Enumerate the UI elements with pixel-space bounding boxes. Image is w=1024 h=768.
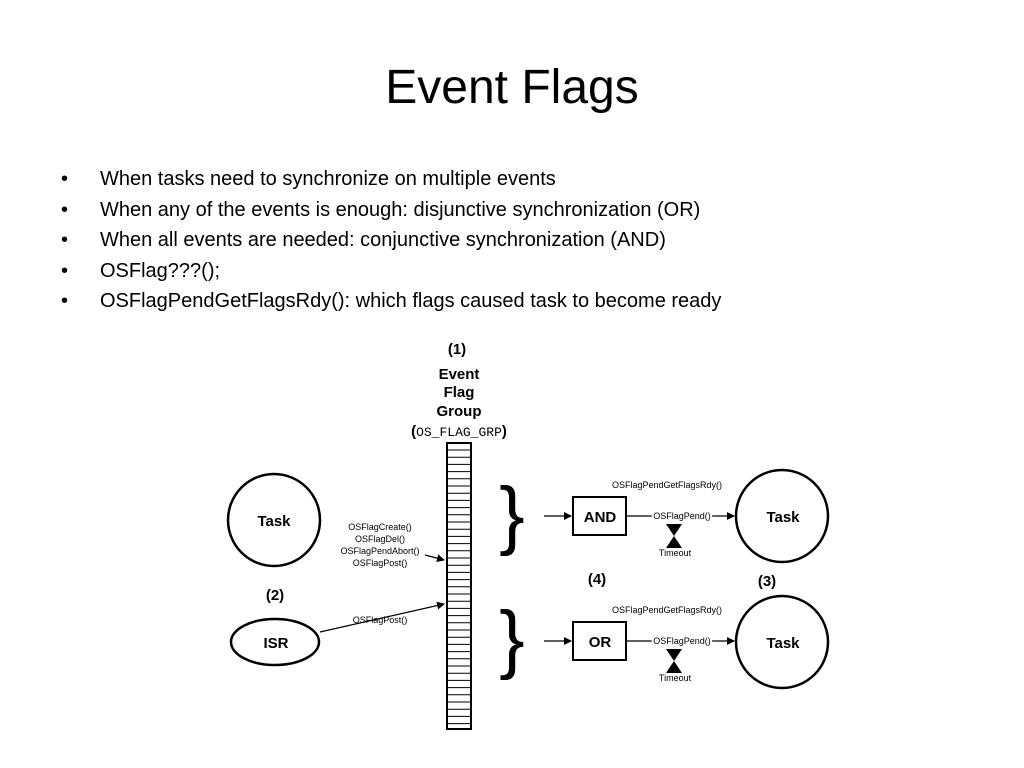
bullet-item: • OSFlagPendGetFlagsRdy(): which flags ca… [55,286,721,317]
flag-cells [447,449,471,725]
timeout-bottom-label: Timeout [659,673,692,683]
bullet-text: OSFlag???(); [100,259,221,282]
isr-call-post: OSFlagPost() [353,615,408,625]
label-2: (2) [266,587,284,604]
timeout-top-icon [666,524,682,548]
pend-bottom-label: OSFlagPend() [653,636,711,646]
group-type-label: (OS_FLAG_GRP) [411,423,507,440]
task-label-right-top: Task [766,509,800,526]
task-call-create: OSFlagCreate() [348,522,412,532]
task-label-left: Task [257,513,291,530]
label-4: (4) [588,571,606,588]
slide-title: Event Flags [385,61,639,114]
group-label-flag: Flag [444,384,475,401]
bullet-icon: • [61,259,69,282]
task-call-post: OSFlagPost() [353,558,408,568]
group-type-open: ( [411,423,416,440]
task-circle-right-bottom [734,594,830,690]
timeout-bottom-icon [666,649,682,673]
task-to-group-arrow [424,554,445,563]
get-flags-bottom: OSFlagPendGetFlagsRdy() [612,605,722,615]
and-label: AND [584,509,617,526]
task-label-right-bottom: Task [766,635,800,652]
or-box [572,621,627,661]
bullet-list: • When tasks need to synchronize on multi… [55,164,721,317]
group-type-close: ) [502,423,507,440]
task-circle-left [226,472,322,568]
isr-to-group-arrow [319,601,445,633]
isr-ellipse [229,617,321,667]
pend-top-label: OSFlagPend() [653,511,711,521]
group-label-group: Group [437,403,482,420]
bullet-text: When any of the events is enough: disjun… [100,198,701,221]
bullet-item: • OSFlag???(); [55,256,721,287]
bullet-text: OSFlagPendGetFlagsRdy(): which flags cau… [100,290,722,312]
group-type-name: OS_FLAG_GRP [416,425,502,440]
group-label-event: Event [439,366,480,383]
bullet-icon: • [61,290,69,312]
label-3: (3) [758,573,776,590]
or-label: OR [589,634,612,651]
brace-bottom: } [499,596,524,681]
bullet-text: When all events are needed: conjunctive … [100,229,666,251]
event-flag-group-bar [446,442,472,730]
and-box [572,496,627,536]
bullet-icon: • [61,168,69,190]
get-flags-top: OSFlagPendGetFlagsRdy() [612,480,722,490]
bullet-text: When tasks need to synchronize on multip… [100,168,556,190]
isr-label: ISR [263,635,288,652]
task-call-delete: OSFlagDel() [355,534,405,544]
timeout-top-label: Timeout [659,548,692,558]
task-call-pend-abort: OSFlagPendAbort() [340,546,419,556]
bullet-item: • When any of the events is enough: disju… [55,195,721,226]
bullet-icon: • [61,229,69,251]
bullet-item: • When tasks need to synchronize on multi… [55,164,721,195]
task-circle-right-top [734,468,830,564]
bullet-item: • When all events are needed: conjunctive… [55,225,721,256]
bullet-icon: • [61,198,69,221]
label-1: (1) [448,341,466,358]
brace-top: } [499,472,524,557]
